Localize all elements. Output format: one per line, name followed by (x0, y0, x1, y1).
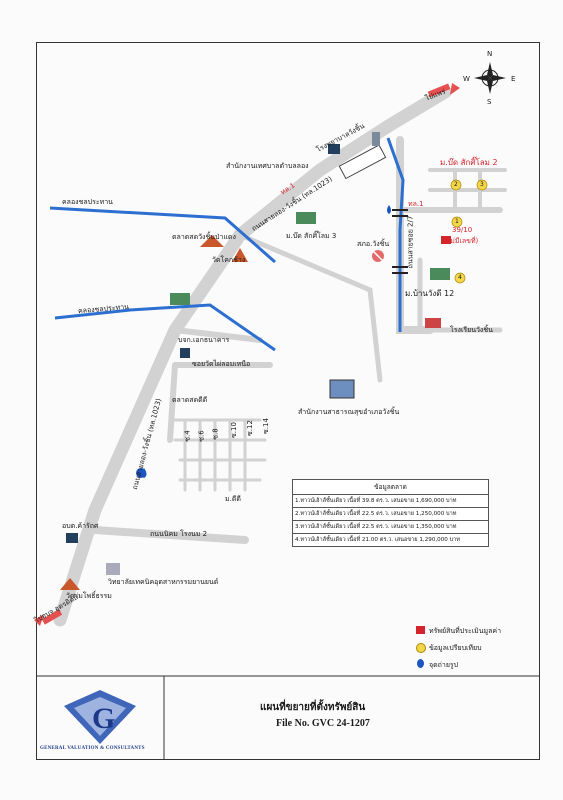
road-health (237, 232, 383, 383)
compass-east-label: E (511, 75, 516, 83)
road-side (91, 526, 249, 544)
photo-points (136, 205, 391, 478)
bridge-north (392, 209, 408, 217)
label-canal-1: คลองชลประทาน (62, 198, 113, 206)
label-grid-4: ซ.10 (229, 422, 238, 438)
road-ne-grid (428, 168, 507, 212)
road-vertical (396, 136, 434, 334)
marker-3: 3 (480, 181, 484, 188)
file-number: File No. GVC 24-1207 (276, 718, 370, 729)
market-row: 3.ทาวน์เฮ้าส์ชั้นเดียว เนื้อที่ 22.5 ตร.… (292, 520, 489, 534)
compass-north-label: N (487, 50, 493, 58)
label-side-road: ถนนนิคม โรงนม 2 (150, 530, 208, 538)
marker-1: 1 (455, 218, 459, 225)
label-grid-2: ซ.6 (197, 430, 206, 442)
subject-property-marker (441, 236, 451, 244)
marker-4: 4 (458, 274, 462, 281)
label-moo-di: ม.ดีดี (225, 495, 241, 503)
label-wat-pho: วัดร่มโพธิ์ธรรม (66, 592, 112, 600)
compass-south-label: S (487, 98, 492, 106)
building-icons (66, 132, 441, 575)
label-grid-5: ซ.12 (245, 420, 254, 436)
label-police: สภอ.วังชิ้น (357, 240, 390, 248)
legend-subject-swatch (416, 626, 425, 634)
label-wat-kok-chang: วัดโคกช้าง (212, 256, 246, 264)
legend-compare-label: ข้อมูลเปรียบเทียบ (429, 644, 482, 652)
label-college: วิทยาลัยเทคนิคอุตสาหกรรมยานยนต์ (108, 578, 219, 586)
police-icon (371, 249, 385, 263)
road-south (417, 257, 503, 333)
river-east (386, 137, 405, 332)
legend-photo-icon (417, 659, 424, 668)
label-health-office: สำนักงานสาธารณสุขอำเภอวังชิ้น (298, 408, 400, 416)
road-mid (167, 327, 273, 443)
label-point: 39/10 (452, 226, 473, 234)
temple-icons (60, 235, 248, 590)
label-bank: บจก.เอกธนาคาร (178, 336, 230, 344)
label-pao-office: อบต.ค้ารัถศ (62, 522, 99, 530)
label-village-12: ม.บ้านวังดี 12 (405, 289, 455, 298)
label-vertical-road: ถนนสายซอย 2/7 (406, 215, 415, 269)
compass-rose-icon (474, 62, 506, 94)
label-village-3: ม.บ๊ด สักศิ๊โลม 3 (286, 232, 337, 240)
compass-west-label: W (463, 75, 470, 83)
market-data-table: ข้อมูลตลาด 1.ทาวน์เฮ้าส์ชั้นเดียว เนื้อท… (292, 479, 489, 547)
label-grid-3: ซ.8 (211, 428, 220, 440)
legend-compare-swatch (416, 643, 426, 653)
market-row: 4.ทาวน์เฮ้าส์ชั้นเดียว เนื้อที่ 21.00 ตร… (292, 533, 489, 547)
road-grid (168, 418, 267, 492)
company-name: GENERAL VALUATION & CONSULTANTS (40, 746, 145, 751)
map-title: แผนที่ขยายที่ตั้งทรัพย์สิน (260, 702, 366, 713)
market-row: 2.ทาวน์เฮ้าส์ชั้นเดียว เนื้อที่ 22.5 ตร.… (292, 507, 489, 521)
label-km-right: ทล.1 (408, 200, 424, 208)
legend-subject-label: ทรัพย์สินที่ประเมินมูลค่า (429, 627, 502, 635)
river-middle (54, 303, 276, 352)
arrow-to-uttaradit (34, 609, 63, 626)
market-table-header: ข้อมูลตลาด (292, 479, 489, 495)
label-school: โรงเรียนวังชิ้น (450, 326, 493, 334)
arrow-to-phrae (427, 83, 460, 98)
label-point-sub: (ไม่มีเลขที่) (444, 237, 479, 245)
comparable-markers (450, 179, 488, 284)
market-row: 1.ทาวน์เฮ้าส์ชั้นเดียว เนื้อที่ 39.8 ตร.… (292, 494, 489, 508)
svg-text:G: G (92, 702, 115, 735)
bridge-south (392, 266, 408, 274)
label-grid-1: ซ.4 (183, 430, 192, 442)
label-village-2: ม.บ๊ด สักศิ๊โลม 2 (440, 158, 498, 167)
label-grid-6: ซ.14 (261, 418, 270, 434)
legend-photo-label: จุดถ่ายรูป (429, 661, 459, 669)
label-tambon-office: สำนักงานเทศบาลตำบลลอง (226, 162, 309, 170)
label-bank-sub: ซอยวัดไผ่ลอมเหนือ (192, 360, 251, 368)
company-logo: G (64, 690, 136, 744)
marker-2: 2 (454, 181, 458, 188)
label-market: ตลาดสดวังชิ้นป่าแดง (172, 233, 236, 241)
label-market-di: ตลาดสดดีดี (172, 396, 208, 404)
house-icons (170, 212, 450, 305)
river-north (49, 206, 276, 264)
map-frame (36, 42, 540, 760)
